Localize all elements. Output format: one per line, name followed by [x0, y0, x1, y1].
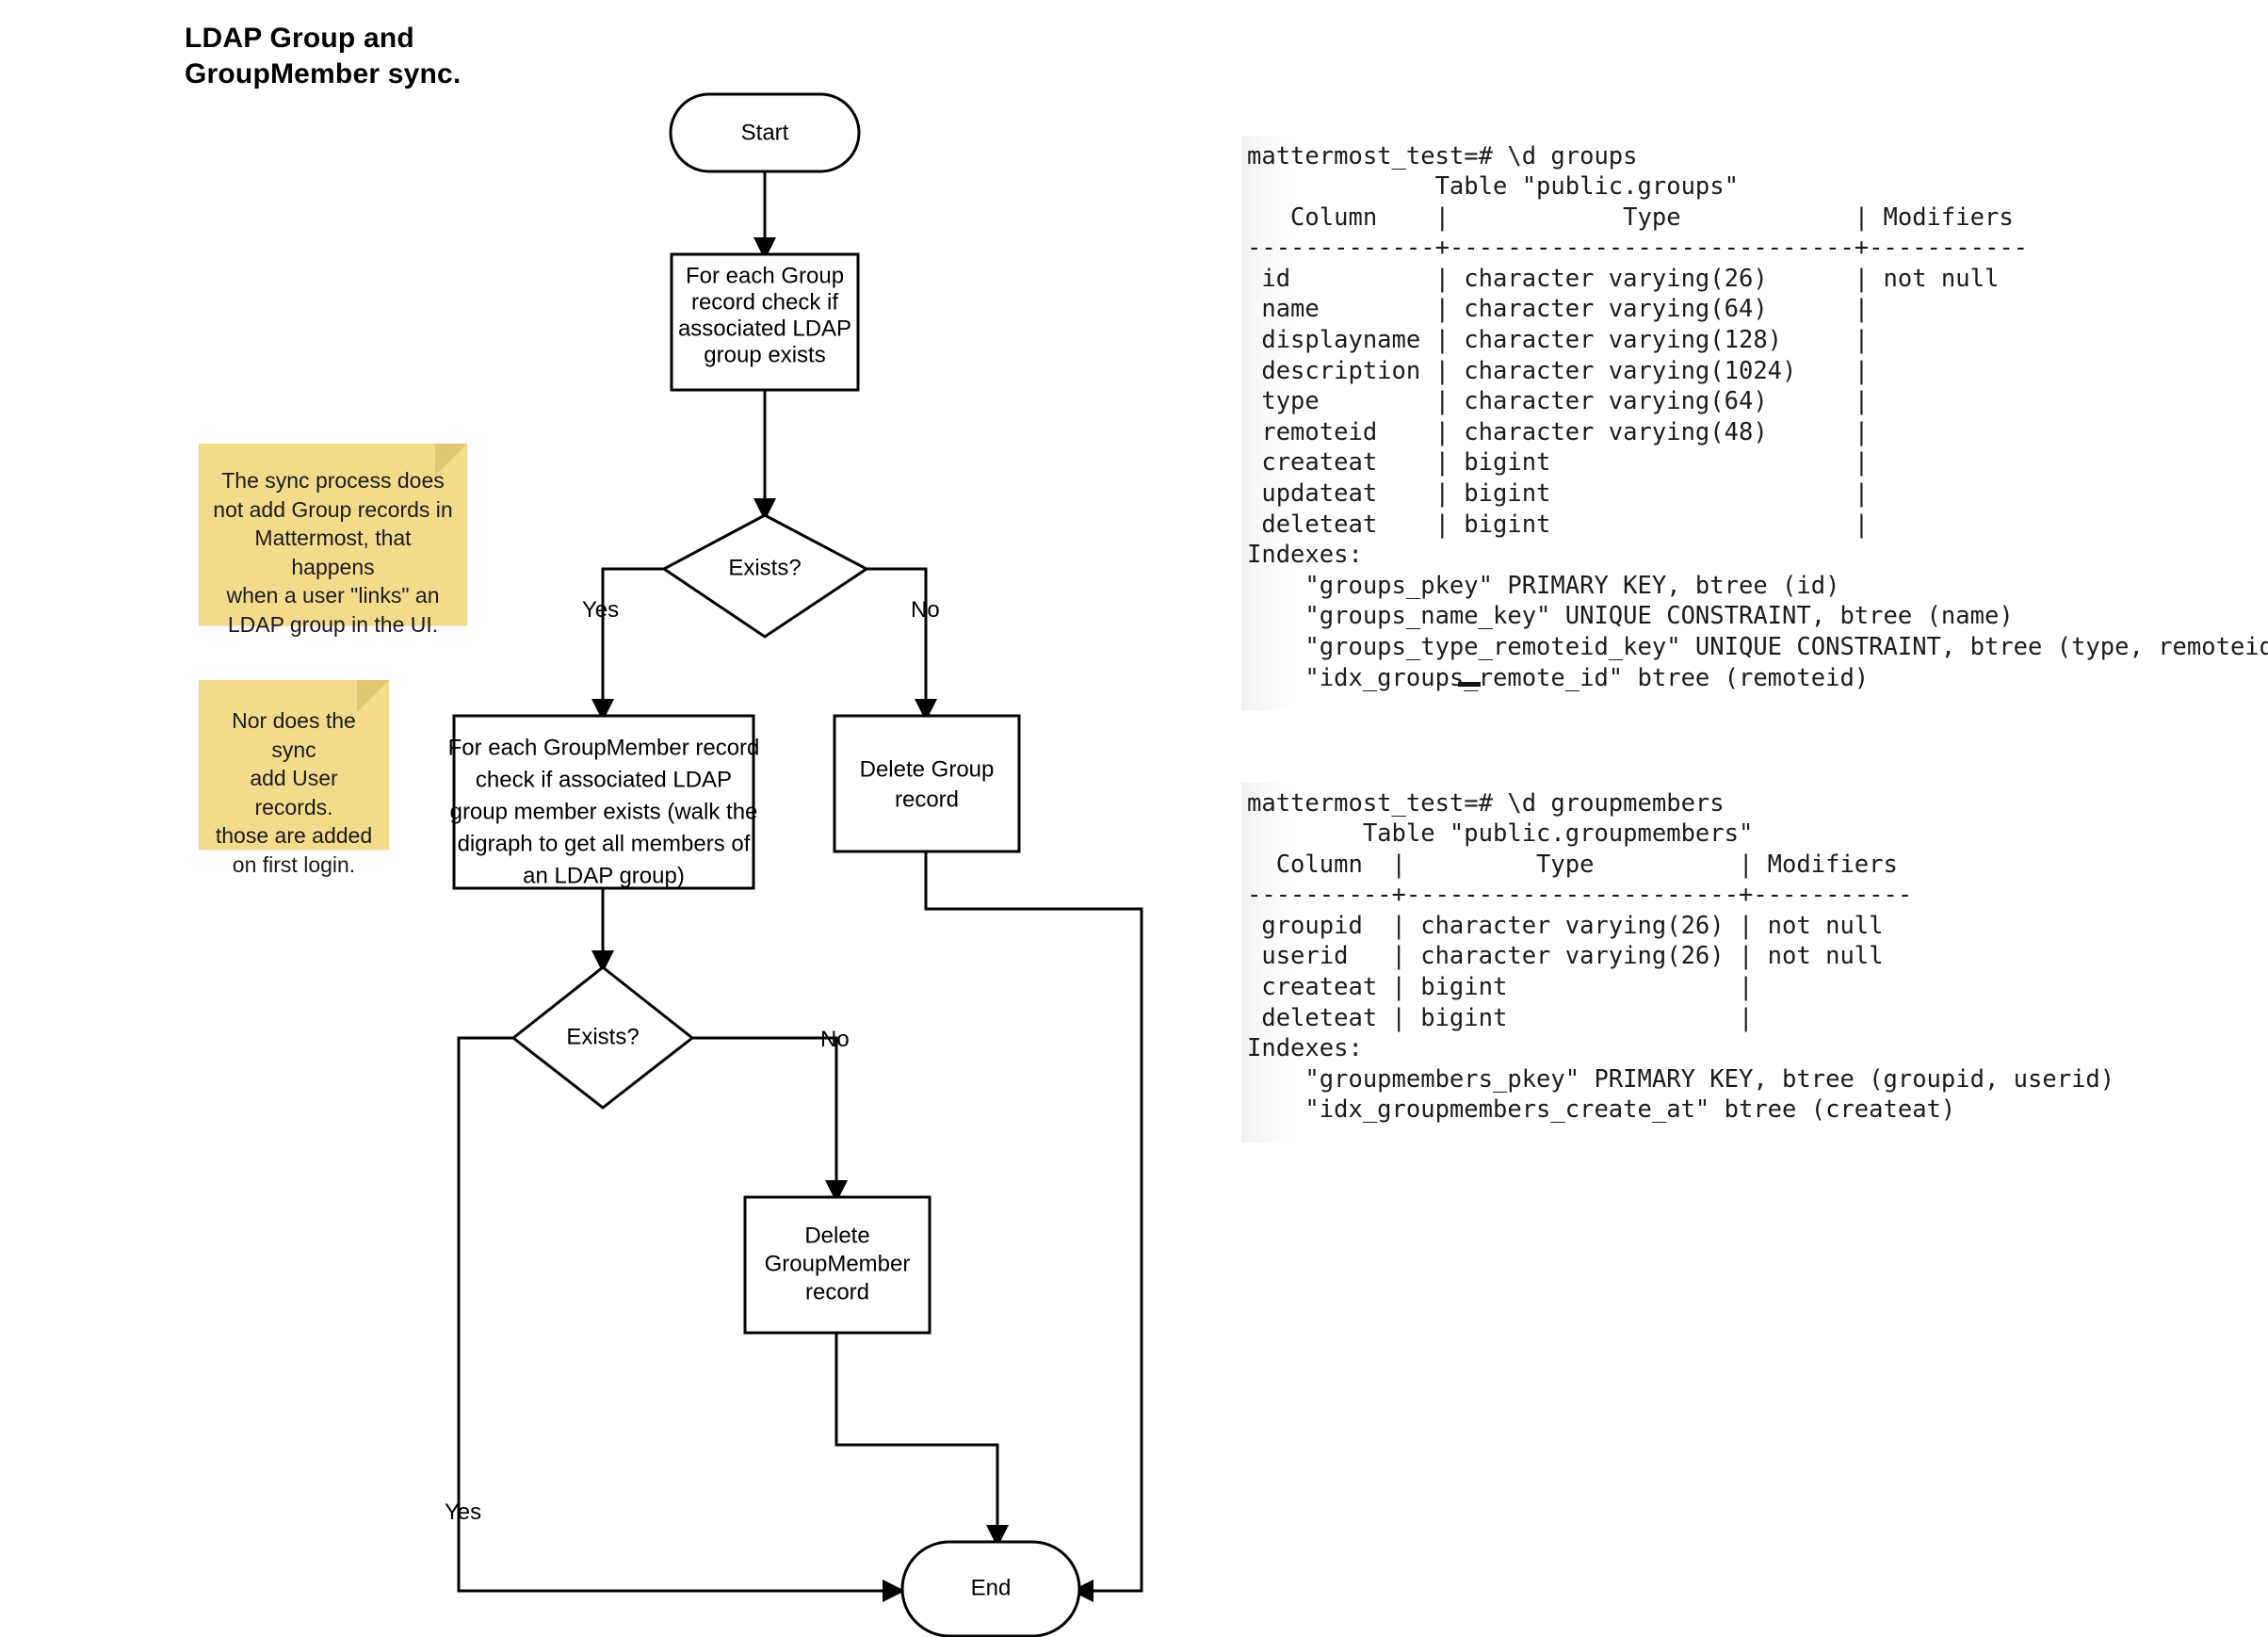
node-exists-2[interactable]: Exists? [510, 965, 695, 1110]
edge-label-exists2-no: No [820, 1027, 850, 1052]
node-for-each-groupmember-line4: digraph to get all members of [458, 831, 751, 856]
note-fold-icon [357, 680, 389, 712]
edge-label-exists1-yes: Yes [582, 597, 619, 623]
edge-exists2-no [692, 1036, 848, 1203]
node-for-each-group-line1: For each Group [686, 263, 844, 288]
node-for-each-group-line3: associated LDAP [678, 316, 851, 341]
edge-exists2-yes-to-end [457, 1036, 905, 1602]
terminal-cursor [1458, 682, 1481, 687]
terminal-output-groupmembers: mattermost_test=# \d groupmembers Table … [1241, 782, 2115, 1143]
sticky-note-sync-users: Nor does the sync add User records. thos… [199, 680, 389, 877]
edge-label-exists2-yes: Yes [445, 1499, 481, 1525]
node-exists-2-label: Exists? [566, 1024, 639, 1049]
node-for-each-groupmember-line1: For each GroupMember record [448, 735, 760, 760]
node-for-each-groupmember-line2: check if associated LDAP [476, 767, 732, 792]
node-for-each-group-line4: group exists [704, 342, 825, 367]
node-for-each-group-line2: record check if [691, 289, 838, 315]
node-delete-groupmember-line3: record [805, 1279, 869, 1305]
edge-delete-groupmember-to-end [834, 1333, 1009, 1548]
edge-exists1-yes [591, 567, 664, 721]
note-fold-icon [435, 444, 467, 476]
node-delete-group[interactable]: Delete Group record [833, 714, 1021, 853]
node-for-each-groupmember-line3: group member exists (walk the [450, 799, 758, 824]
node-delete-groupmember-line1: Delete [804, 1223, 869, 1248]
node-delete-group-line2: record [895, 786, 959, 812]
page-title: LDAP Group and GroupMember sync. [185, 23, 462, 90]
edge-label-exists1-no: No [911, 597, 940, 623]
node-for-each-groupmember-line5: an LDAP group) [523, 863, 685, 888]
node-for-each-groupmember[interactable]: For each GroupMember record check if ass… [448, 714, 760, 890]
sticky-note-sync-users-text: Nor does the sync add User records. thos… [215, 708, 373, 877]
sticky-note-sync-groups-text: The sync process does not add Group reco… [213, 468, 453, 637]
node-start-label: Start [741, 120, 789, 145]
flowchart: Start For each Group record check if ass… [445, 92, 1143, 1637]
node-for-each-group[interactable]: For each Group record check if associate… [670, 252, 860, 392]
node-delete-groupmember[interactable]: Delete GroupMember record [743, 1195, 932, 1335]
node-end[interactable]: End [900, 1540, 1081, 1637]
node-delete-group-line1: Delete Group [860, 756, 995, 782]
node-delete-groupmember-line2: GroupMember [765, 1251, 911, 1276]
node-start[interactable]: Start [669, 92, 861, 173]
edge-exists1-no [867, 567, 937, 721]
edge-delete-group-to-end [924, 851, 1143, 1602]
node-exists-1-label: Exists? [728, 555, 801, 580]
sticky-note-sync-groups: The sync process does not add Group reco… [199, 444, 467, 637]
node-exists-1[interactable]: Exists? [661, 513, 869, 639]
terminal-output-groups: mattermost_test=# \d groups Table "publi… [1241, 135, 2268, 711]
node-end-label: End [971, 1575, 1012, 1600]
